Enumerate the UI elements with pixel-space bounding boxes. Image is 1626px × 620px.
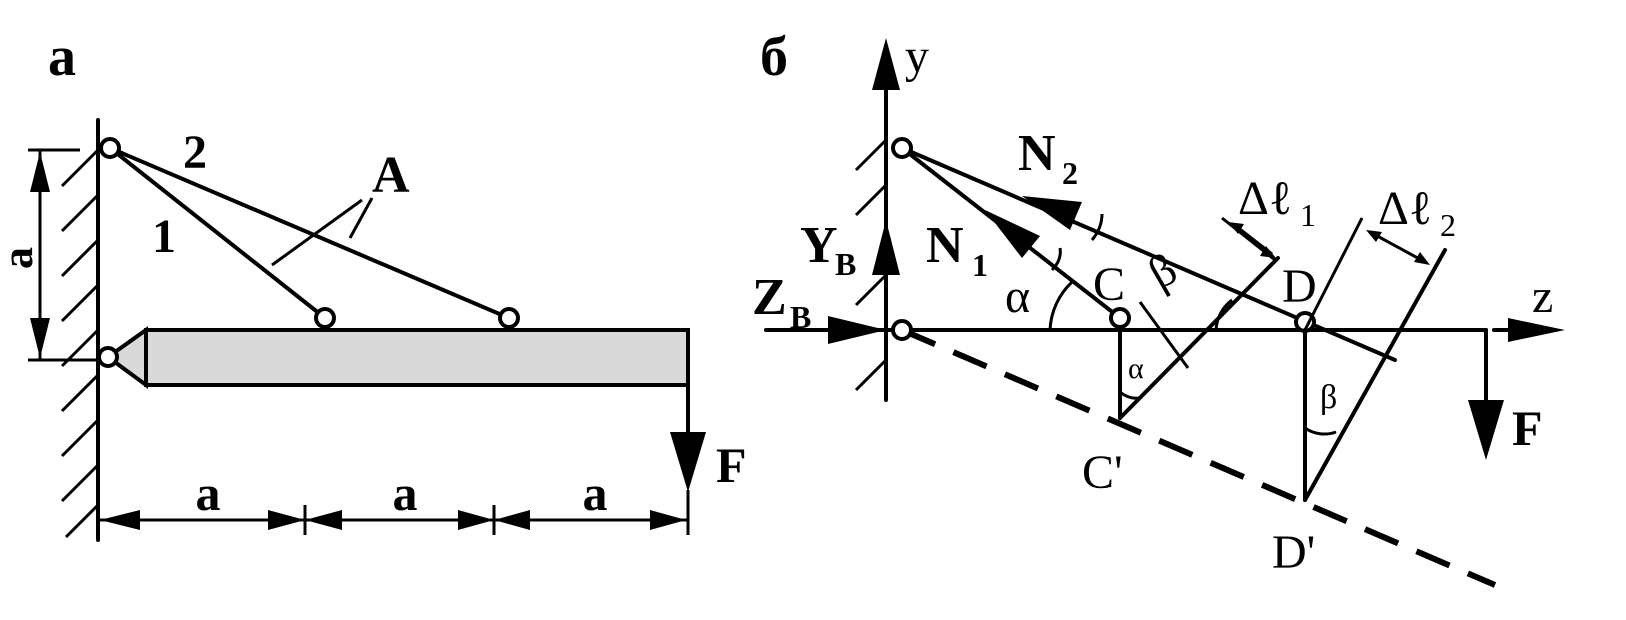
panel-b-label: б xyxy=(760,26,788,88)
rod-2-a xyxy=(108,146,511,320)
force-f-a-label: F xyxy=(716,437,747,493)
rod-1-section-tick xyxy=(1050,247,1062,272)
force-f-b-label: F xyxy=(1512,400,1543,456)
pin-support-b xyxy=(891,319,913,341)
force-n1-label: N xyxy=(926,217,964,274)
angle-beta-small-arc xyxy=(1304,426,1337,436)
axis-z-label: z xyxy=(1532,270,1553,323)
pin-rod2-a xyxy=(498,307,520,329)
elong-2-sub: 2 xyxy=(1440,207,1456,243)
reaction-z-b-arrowhead xyxy=(828,316,886,344)
axis-y-label: y xyxy=(905,30,929,83)
pin-top-b xyxy=(891,137,913,159)
elong-1-sub: 1 xyxy=(1300,197,1316,233)
reaction-y-b-label: Y xyxy=(800,217,838,274)
axis-y-arrowhead xyxy=(872,38,900,90)
panel-a: а a xyxy=(0,26,747,542)
span-label-3: a xyxy=(583,465,608,521)
height-label: a xyxy=(0,247,42,269)
c-prime-perpendicular xyxy=(1118,256,1280,420)
elong-2-label: Δℓ xyxy=(1378,182,1432,235)
force-n1-arrowhead xyxy=(985,210,1040,258)
force-f-a-arrowhead xyxy=(670,432,706,492)
rod-1-label: 1 xyxy=(152,210,176,263)
angle-beta-arc xyxy=(1214,298,1233,331)
pin-top-a xyxy=(99,137,121,159)
force-n2-label: N xyxy=(1018,125,1056,182)
pin-rod1-a xyxy=(314,307,336,329)
point-c-label: C xyxy=(1093,258,1125,311)
elong-2-guide xyxy=(1303,217,1364,331)
point-a-label: A xyxy=(372,147,410,204)
leader-a-2 xyxy=(348,197,374,239)
rod-2-label: 2 xyxy=(183,126,207,179)
beam-a-taper xyxy=(104,326,148,389)
reaction-y-b-sub: B xyxy=(835,246,856,282)
elong-2-arrow-a xyxy=(1366,230,1382,242)
elong-2-arrow-b xyxy=(1414,252,1430,265)
height-dimension-a: a xyxy=(0,148,98,362)
pin-support-a xyxy=(97,346,119,368)
d-prime-perpendicular xyxy=(1303,248,1447,502)
rod-2-section-tick xyxy=(1090,213,1104,241)
elong-1-arrow-a xyxy=(1228,222,1244,234)
panel-a-label: а xyxy=(48,26,76,88)
axis-z-arrowhead xyxy=(1508,318,1565,342)
point-d-prime-label: D' xyxy=(1272,526,1315,579)
elong-1-label: Δℓ xyxy=(1238,172,1292,225)
span-label-1: a xyxy=(196,465,221,521)
angle-beta-label: β xyxy=(1140,243,1186,299)
reaction-z-b-sub: B xyxy=(790,299,811,335)
elong-2-dim xyxy=(1369,230,1426,264)
wall-a-hatching xyxy=(60,148,100,539)
point-d-label: D xyxy=(1282,260,1317,313)
reaction-y-b-arrowhead xyxy=(872,220,900,275)
angle-alpha-small-arc xyxy=(1119,390,1141,400)
angle-alpha-small: α xyxy=(1128,352,1144,385)
pin-c xyxy=(1109,307,1131,329)
force-n1-sub: 1 xyxy=(972,247,988,283)
reaction-z-b-label: Z xyxy=(752,269,787,326)
force-n2-sub: 2 xyxy=(1062,155,1078,191)
leader-a-1 xyxy=(271,198,363,267)
point-c-prime-label: C' xyxy=(1082,446,1123,499)
force-n2-arrowhead xyxy=(1022,196,1082,230)
panel-b: б y z Y B Z B N 1 xyxy=(752,26,1565,588)
angle-beta-small: β xyxy=(1320,379,1337,416)
c-perp-mark xyxy=(1138,301,1190,369)
rod-1-a xyxy=(108,146,327,320)
beam-a xyxy=(144,328,690,387)
deformed-beam-line xyxy=(900,327,1497,588)
angle-alpha-label: α xyxy=(1005,270,1030,323)
span-dimension-a: a a a xyxy=(98,465,690,535)
force-f-b-arrowhead xyxy=(1468,400,1504,460)
angle-alpha-arc xyxy=(1048,280,1074,331)
span-label-2: a xyxy=(393,465,418,521)
elong-1-arrow-b xyxy=(1260,246,1276,258)
wall-b-hatching xyxy=(854,138,888,392)
